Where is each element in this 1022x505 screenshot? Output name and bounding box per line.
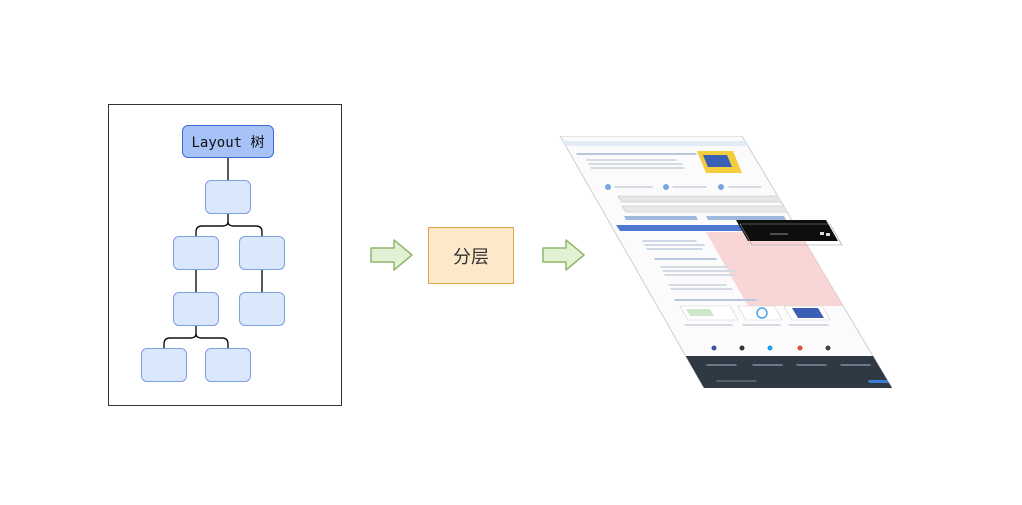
tree-node (141, 348, 187, 382)
tree-connectors (163, 158, 263, 348)
tree-node (205, 348, 251, 382)
root-node-label: Layout 树 (191, 134, 265, 151)
tree-node (239, 292, 285, 326)
composited-layer-black (736, 220, 838, 241)
layered-webpage-illustration (559, 136, 892, 388)
tree-node (205, 180, 251, 214)
tree-node (239, 236, 285, 270)
page-footer (684, 356, 892, 388)
layering-step-label: 分层 (453, 246, 489, 268)
tree-node (173, 292, 219, 326)
layout-tree-panel: Layout 树 (108, 104, 342, 406)
layout-tree-root-node: Layout 树 (182, 125, 274, 158)
layering-step-box: 分层 (428, 227, 514, 284)
tree-node (173, 236, 219, 270)
right-arrow-icon (542, 239, 585, 271)
right-arrow-icon (370, 239, 413, 271)
